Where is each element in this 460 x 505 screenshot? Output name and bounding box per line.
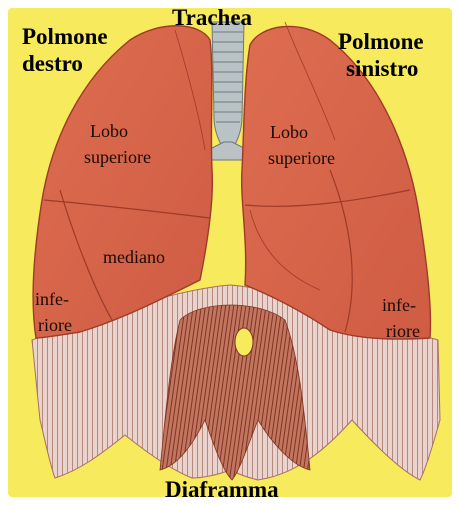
left-lung-label-line2: sinistro [346, 57, 418, 80]
right-upper-lobe-label-line1: Lobo [90, 122, 128, 140]
right-middle-lobe-label: mediano [103, 248, 165, 266]
right-upper-lobe-label-line2: superiore [84, 148, 151, 166]
left-upper-lobe-label-line2: superiore [268, 149, 335, 167]
right-lower-lobe-label-line2: riore [38, 316, 72, 334]
trachea-label: Trachea [172, 6, 252, 29]
left-lower-lobe-label-line2: riore [386, 322, 420, 340]
right-lung-label-line2: destro [22, 52, 83, 75]
diaphragm-label: Diaframma [165, 478, 279, 501]
left-upper-lobe-label-line1: Lobo [270, 123, 308, 141]
right-lung-label-line1: Polmone [22, 25, 108, 48]
left-lung-label-line1: Polmone [338, 30, 424, 53]
left-lower-lobe-label-line1: infe- [382, 296, 416, 314]
diaphragm-core [160, 305, 310, 480]
right-lower-lobe-label-line1: infe- [35, 290, 69, 308]
diaphragm-opening [235, 328, 253, 356]
